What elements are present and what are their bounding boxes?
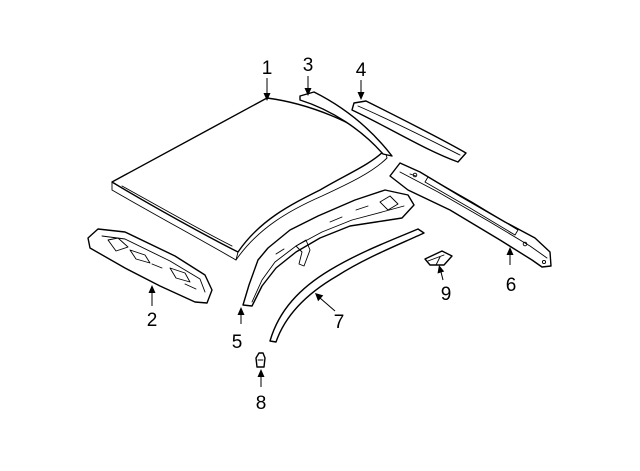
- roof-panel: [111, 97, 388, 261]
- callout-1: 1: [262, 58, 273, 79]
- roof-side-inner-rail: [242, 189, 415, 307]
- callout-7: 7: [334, 312, 345, 333]
- callout-6: 6: [506, 275, 517, 296]
- callout-4: 4: [356, 60, 367, 81]
- callout-2: 2: [147, 310, 158, 331]
- callout-labels: 1 2 3 4 5 6 7 8 9: [147, 55, 517, 414]
- leader-lines: [148, 76, 514, 387]
- windshield-header: [299, 91, 393, 157]
- callout-9: 9: [441, 284, 452, 305]
- callout-3: 3: [303, 55, 314, 76]
- end-cap: [424, 250, 453, 266]
- rear-header-panel: [87, 228, 213, 304]
- clip: [255, 352, 266, 368]
- reinforcement-rail: [351, 100, 467, 163]
- callout-8: 8: [256, 393, 267, 414]
- callout-5: 5: [232, 332, 243, 353]
- roof-side-rail: [389, 162, 552, 268]
- roof-molding: [269, 228, 425, 343]
